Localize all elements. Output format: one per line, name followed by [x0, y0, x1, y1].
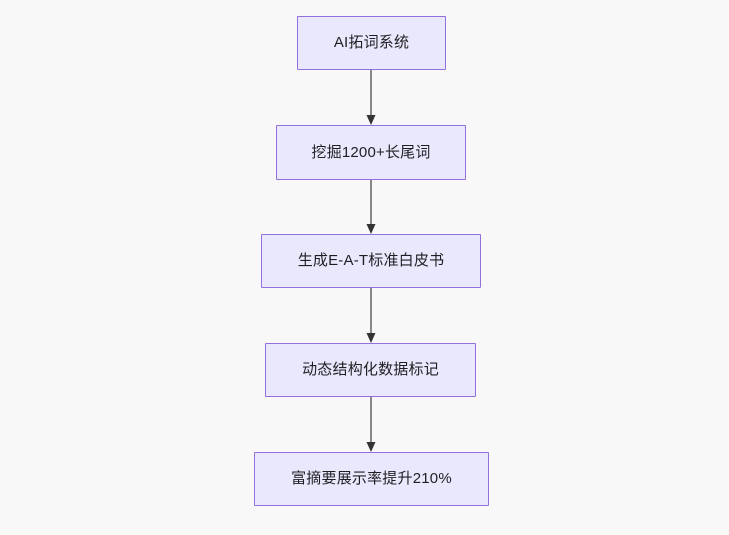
node-label: 动态结构化数据标记	[302, 361, 439, 378]
edge-n1-n2	[361, 70, 381, 125]
node-label: 挖掘1200+长尾词	[311, 143, 431, 161]
edge-n2-n3	[361, 180, 381, 234]
edge-n4-n5	[361, 397, 381, 452]
flowchart-node-rich-snippet-rate-increase[interactable]: 富摘要展示率提升210%	[254, 452, 489, 506]
edge-n3-n4	[361, 288, 381, 343]
flowchart-node-ai-keyword-system[interactable]: AI拓词系统	[297, 16, 446, 70]
node-label: 生成E-A-T标准白皮书	[297, 252, 445, 269]
node-label: AI拓词系统	[333, 34, 410, 51]
flowchart-node-dynamic-structured-data-markup[interactable]: 动态结构化数据标记	[265, 343, 476, 397]
flowchart-node-mine-longtail-keywords[interactable]: 挖掘1200+长尾词	[276, 125, 466, 180]
node-label: 富摘要展示率提升210%	[291, 470, 452, 487]
flowchart-node-generate-eat-whitepaper[interactable]: 生成E-A-T标准白皮书	[261, 234, 481, 288]
